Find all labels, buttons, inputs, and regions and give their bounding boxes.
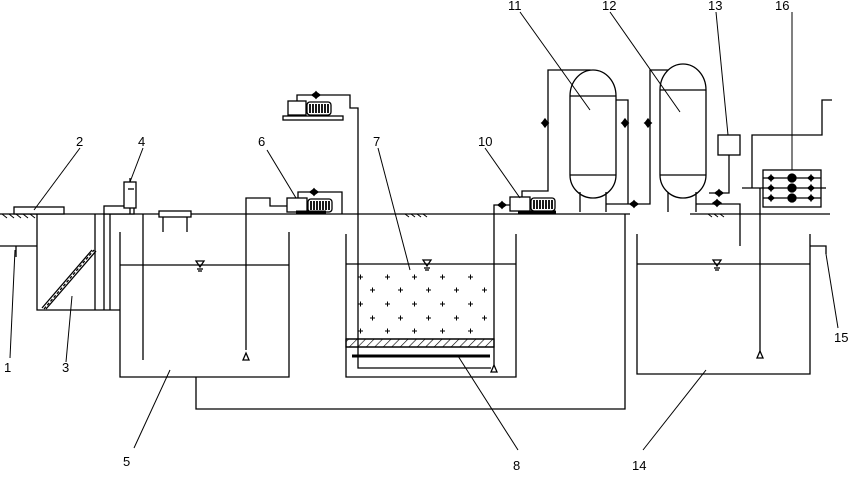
label-1: 1 [4, 360, 11, 375]
label-3: 3 [62, 360, 69, 375]
label-12: 12 [602, 0, 616, 13]
pump-icon [296, 198, 333, 214]
label-11: 11 [508, 0, 522, 13]
valve-icon [540, 117, 550, 129]
label-8: 8 [513, 458, 520, 473]
pump-icon [306, 101, 332, 116]
pressure-filter-vessel-1 [569, 69, 673, 212]
clear-water-tank [636, 234, 827, 375]
regulating-tank [119, 210, 290, 378]
label-2: 2 [76, 134, 83, 149]
grille-channel [13, 205, 135, 311]
biofilter-tank [345, 234, 517, 378]
inlet-pipe [0, 245, 37, 257]
bottom-pipe [195, 214, 626, 410]
leader-lines [9, 11, 839, 451]
label-4: 4 [138, 134, 145, 149]
label-10: 10 [478, 134, 492, 149]
filter-media [358, 274, 487, 334]
labels: 1 2 3 4 5 6 7 8 10 11 12 13 14 15 16 [4, 0, 848, 473]
label-5: 5 [123, 454, 130, 469]
valve-panel [742, 99, 832, 359]
bar-screen [41, 249, 97, 310]
water-level-icon [194, 260, 206, 272]
ground-hatch-icon [1, 213, 725, 219]
pump-icon [518, 197, 556, 214]
disinfection-dosing-box [709, 134, 741, 194]
pressure-filter-vessel-2 [659, 63, 741, 246]
water-level-icon [711, 259, 723, 271]
label-7: 7 [373, 134, 380, 149]
valve-icon [620, 117, 725, 209]
valve-icon [766, 174, 816, 202]
label-16: 16 [775, 0, 789, 13]
label-15: 15 [834, 330, 848, 345]
label-13: 13 [708, 0, 722, 13]
valve-icon [496, 200, 508, 210]
lift-pump [242, 187, 343, 361]
water-level-icon [421, 259, 433, 271]
upper-pump [282, 90, 491, 369]
dosing-device [123, 178, 137, 214]
label-6: 6 [258, 134, 265, 149]
label-14: 14 [632, 458, 646, 473]
